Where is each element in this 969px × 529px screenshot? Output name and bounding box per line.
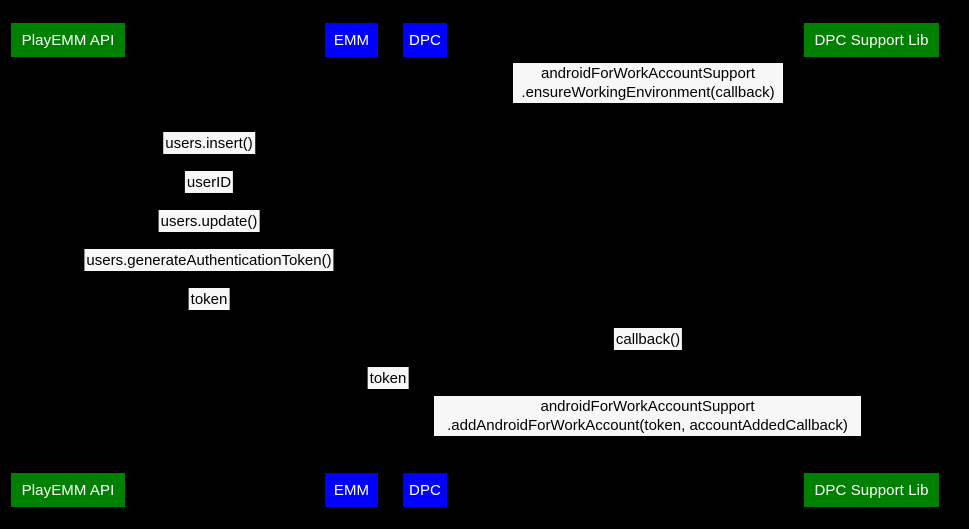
message-callback: callback()	[613, 328, 683, 350]
participant-top-emm[interactable]: EMM	[325, 23, 378, 57]
participant-bottom-dpc-support-lib-label: DPC Support Lib	[814, 481, 929, 499]
participant-top-dpc-support-lib[interactable]: DPC Support Lib	[804, 23, 939, 57]
participant-top-dpc-support-lib-label: DPC Support Lib	[814, 31, 929, 49]
message-token-to-dpc: token	[367, 367, 409, 389]
message-users-insert: users.insert()	[163, 132, 255, 154]
participant-top-dpc[interactable]: DPC	[403, 23, 447, 57]
participant-bottom-emm-label: EMM	[333, 481, 370, 499]
participant-top-playemm-api-label: PlayEMM API	[21, 31, 115, 49]
participant-bottom-dpc-support-lib[interactable]: DPC Support Lib	[804, 473, 939, 507]
participant-top-emm-label: EMM	[333, 31, 370, 49]
message-users-update: users.update()	[158, 210, 260, 232]
participant-bottom-playemm-api-label: PlayEMM API	[21, 481, 115, 499]
message-token-to-emm: token	[188, 288, 230, 310]
participant-bottom-dpc[interactable]: DPC	[403, 473, 447, 507]
participant-bottom-playemm-api[interactable]: PlayEMM API	[11, 473, 125, 507]
participant-bottom-emm[interactable]: EMM	[325, 473, 378, 507]
participant-top-dpc-label: DPC	[409, 31, 441, 49]
participant-bottom-dpc-label: DPC	[409, 481, 441, 499]
message-ensure-working-environment: androidForWorkAccountSupport .ensureWork…	[513, 63, 783, 103]
message-add-android-for-work-account: androidForWorkAccountSupport .addAndroid…	[434, 396, 861, 436]
message-add-android-for-work-account-line2: .addAndroidForWorkAccount(token, account…	[447, 417, 848, 434]
message-ensure-working-environment-line1: androidForWorkAccountSupport	[541, 65, 755, 82]
message-user-id: userID	[184, 171, 234, 193]
message-generate-authentication-token: users.generateAuthenticationToken()	[84, 249, 334, 271]
message-add-android-for-work-account-line1: androidForWorkAccountSupport	[540, 398, 755, 415]
message-ensure-working-environment-line2: .ensureWorkingEnvironment(callback)	[521, 84, 775, 101]
participant-top-playemm-api[interactable]: PlayEMM API	[11, 23, 125, 57]
